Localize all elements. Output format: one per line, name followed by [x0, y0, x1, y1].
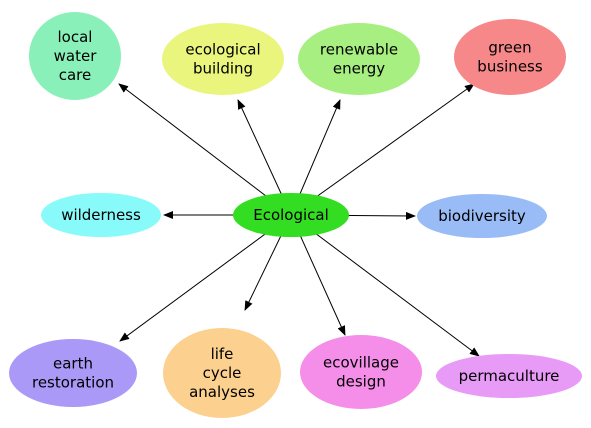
node-label-life-cycle-analyses-line-3: analyses — [189, 383, 255, 401]
node-label-local-water-care-line-1: local — [58, 28, 93, 46]
node-label-local-water-care-line-2: water — [54, 47, 98, 65]
node-label-biodiversity-line-1: biodiversity — [438, 207, 526, 225]
node-label-ecovillage-design-line-1: ecovillage — [323, 354, 399, 372]
node-label-local-water-care-line-3: care — [59, 66, 92, 84]
node-wilderness: wilderness — [41, 193, 161, 237]
node-label-renewable-energy-line-1: renewable — [320, 41, 398, 59]
edge-arrow-local-water-care — [118, 83, 292, 216]
node-label-ecological-building-line-2: building — [193, 60, 253, 78]
edge-arrow-permaculture — [290, 214, 480, 357]
node-label-renewable-energy-line-2: energy — [333, 60, 385, 78]
node-ellipse-biodiversity — [417, 194, 547, 238]
node-ellipse-life-cycle-analyses — [163, 328, 281, 418]
node-label-earth-restoration-line-2: restoration — [32, 374, 114, 392]
node-label-green-business-line-1: green — [488, 39, 531, 57]
edge-arrow-earth-restoration — [119, 214, 292, 342]
node-biodiversity: biodiversity — [417, 194, 547, 238]
node-label-life-cycle-analyses-line-2: cycle — [203, 364, 242, 382]
node-label-permaculture-line-1: permaculture — [459, 367, 560, 385]
center-label: Ecological — [253, 206, 329, 224]
node-ellipse-permaculture — [436, 354, 582, 398]
node-label-ecological-building-line-1: ecological — [185, 41, 260, 59]
node-ellipse-ecovillage-design — [300, 335, 422, 409]
node-ellipse-wilderness — [41, 193, 161, 237]
node-label-earth-restoration-line-1: earth — [53, 355, 93, 373]
node-label-wilderness-line-1: wilderness — [61, 206, 141, 224]
center-node: Ecological — [233, 193, 349, 237]
node-ellipse-earth-restoration — [9, 339, 137, 407]
center-ellipse — [233, 193, 349, 237]
node-label-life-cycle-analyses-line-1: life — [211, 345, 234, 363]
node-label-ecovillage-design-line-2: design — [336, 373, 386, 391]
node-ellipse-local-water-care — [29, 12, 121, 100]
node-label-green-business-line-2: business — [477, 58, 543, 76]
node-ellipse-ecological-building — [162, 23, 284, 95]
node-ellipse-green-business — [454, 19, 566, 95]
edge-arrow-green-business — [290, 83, 475, 216]
node-ellipse-renewable-energy — [298, 23, 420, 95]
nodes: localwatercareecologicalbuildingrenewabl… — [9, 12, 582, 418]
node-permaculture: permaculture — [436, 354, 582, 398]
